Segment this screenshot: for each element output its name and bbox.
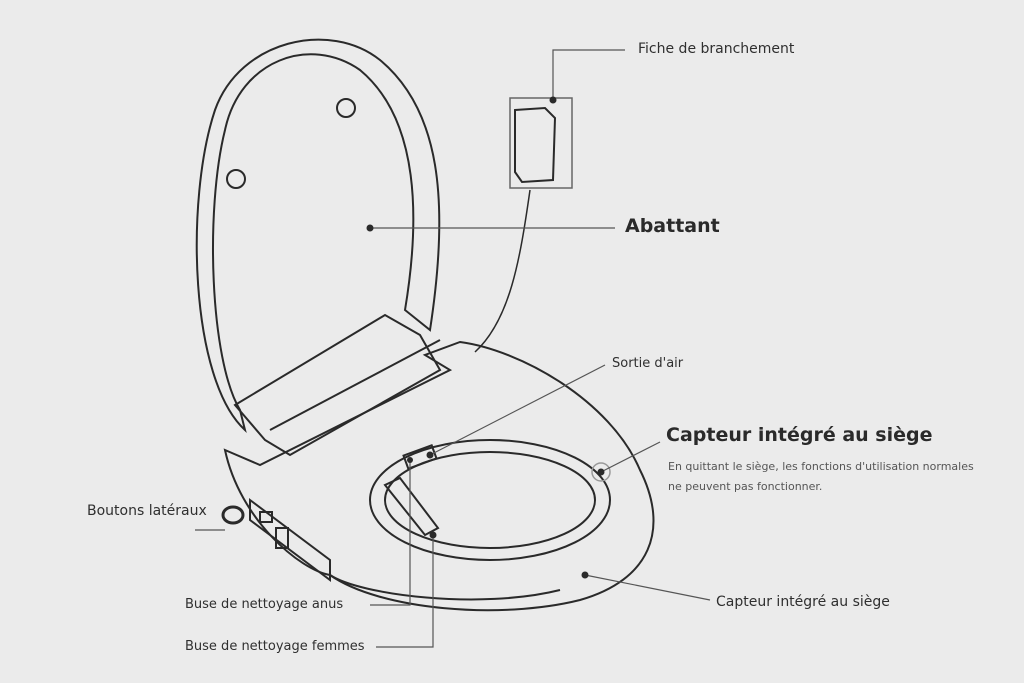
lid-label: Abattant — [625, 215, 720, 237]
side-button — [221, 505, 245, 525]
seat-sensor-title: Capteur intégré au siège — [666, 424, 933, 446]
nozzle-arm — [383, 476, 440, 537]
seat-sensor-bottom-label: Capteur intégré au siège — [716, 594, 890, 610]
seat-outline — [223, 340, 655, 612]
seat-sensor — [591, 462, 611, 482]
lid-bumper — [336, 98, 356, 118]
nozzle-women-label: Buse de nettoyage femmes — [185, 639, 365, 654]
lid-bumper — [226, 169, 246, 189]
plug-label: Fiche de branchement — [638, 41, 795, 57]
air-outlet-label: Sortie d'air — [612, 356, 684, 371]
plug-body — [514, 106, 557, 184]
seat-sensor-description: En quittant le siège, les fonctions d'ut… — [668, 460, 974, 493]
wall-plate — [509, 97, 573, 189]
seat-opening — [369, 439, 611, 561]
lid-outline — [195, 38, 441, 433]
nozzle-anus-label: Buse de nettoyage anus — [185, 597, 344, 612]
side-buttons-label: Boutons latéraux — [87, 503, 207, 519]
